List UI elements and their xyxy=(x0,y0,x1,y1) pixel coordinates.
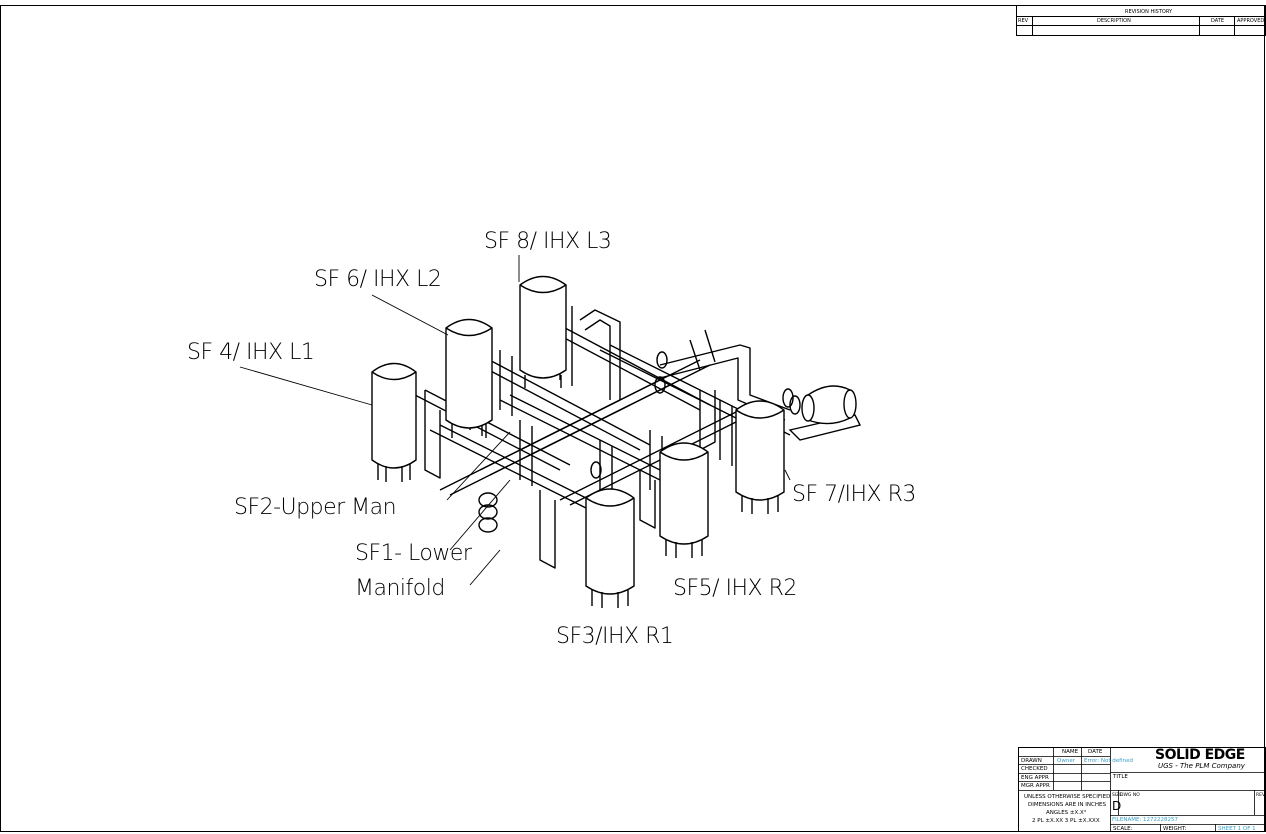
callout-sf1-line2: Manifold xyxy=(355,576,445,601)
callout-sf3: SF3/IHX R1 xyxy=(556,624,674,649)
eng-appr-label: ENG APPR xyxy=(1021,775,1049,781)
callout-sf5: SF5/ IHX R2 xyxy=(673,576,797,601)
rev-column-header: REV xyxy=(1018,18,1029,24)
name-header: NAME xyxy=(1062,749,1079,755)
callout-sf1-line1: SF1- Lower xyxy=(355,541,472,566)
tolerance-note-2: DIMENSIONS ARE IN INCHES xyxy=(1028,802,1106,808)
drawn-date: Error: Not defined xyxy=(1084,758,1133,764)
callout-sf7: SF 7/IHX R3 xyxy=(792,482,916,507)
vessel-sf5 xyxy=(659,442,709,558)
vessel-sf3 xyxy=(585,488,635,608)
revision-history-title: REVISION HISTORY xyxy=(1125,9,1173,15)
sheet-border xyxy=(0,5,1265,832)
date-column-header: DATE xyxy=(1211,18,1225,24)
drawn-name: Owner xyxy=(1057,758,1075,764)
size-label: SIZE xyxy=(1112,793,1123,798)
dwg-no-label: DWG NO xyxy=(1120,793,1140,798)
date-header: DATE xyxy=(1088,749,1103,755)
filename: FILENAME: 1272228257 xyxy=(1112,817,1179,823)
vessel-sf8 xyxy=(519,275,567,388)
tolerance-note-3: ANGLES ±X.X° xyxy=(1046,810,1087,816)
tolerance-note-1: UNLESS OTHERWISE SPECIFIED xyxy=(1024,794,1111,800)
vessel-sf6 xyxy=(445,318,493,438)
scale-label: SCALE: xyxy=(1113,826,1133,832)
rev-label: REV xyxy=(1256,793,1266,798)
vessel-sf4 xyxy=(371,362,417,482)
sheet-label: SHEET 1 OF 1 xyxy=(1218,826,1256,832)
callout-sf8: SF 8/ IHX L3 xyxy=(484,229,612,254)
size-value: D xyxy=(1112,799,1122,813)
callout-sf4: SF 4/ IHX L1 xyxy=(187,340,315,365)
drawn-label: DRAWN xyxy=(1021,758,1042,764)
brand-subtitle: UGS - The PLM Company xyxy=(1158,762,1245,770)
description-column-header: DESCRIPTION xyxy=(1097,18,1131,24)
callout-sf6: SF 6/ IHX L2 xyxy=(314,267,442,292)
brand-logo: SOLID EDGE xyxy=(1155,747,1245,763)
checked-label: CHECKED xyxy=(1021,766,1048,772)
weight-label: WEIGHT: xyxy=(1163,826,1187,832)
vessel-sf7 xyxy=(735,400,785,514)
mgr-appr-label: MGR APPR xyxy=(1021,783,1050,789)
pump-motor xyxy=(788,385,862,441)
approved-column-header: APPROVED xyxy=(1237,18,1265,24)
title-label: TITLE xyxy=(1113,774,1128,780)
leader-lines xyxy=(239,255,791,586)
callout-sf2: SF2-Upper Man xyxy=(234,495,397,520)
tolerance-note-4: 2 PL ±X.XX 3 PL ±X.XXX xyxy=(1032,818,1100,824)
vessels xyxy=(371,275,785,608)
